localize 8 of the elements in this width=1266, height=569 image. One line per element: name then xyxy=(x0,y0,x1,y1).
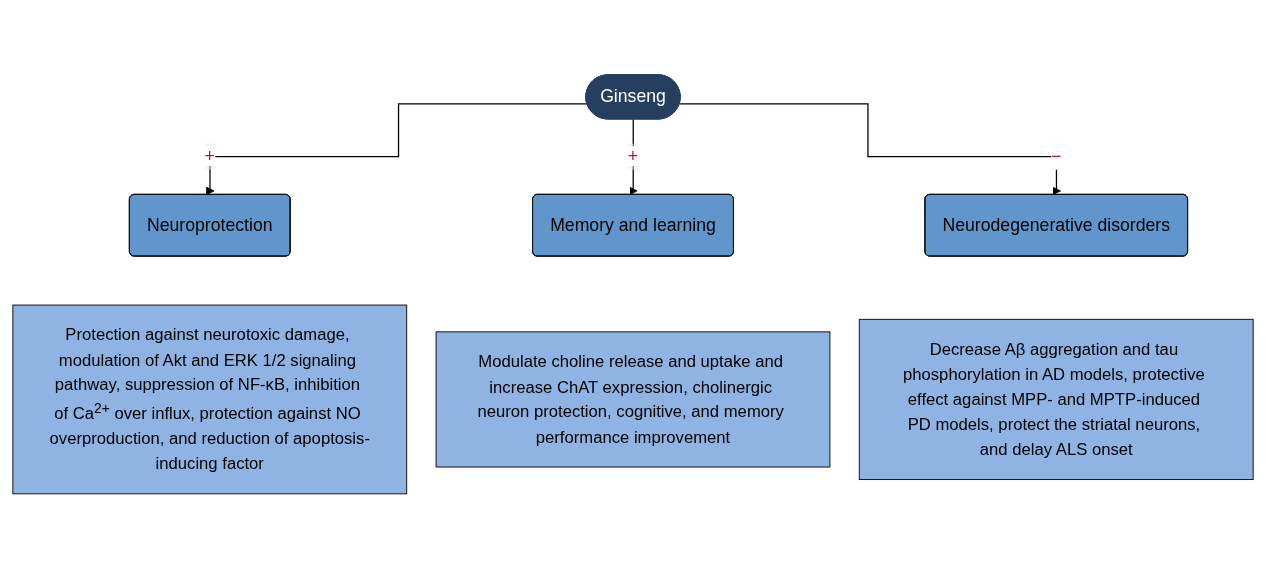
arrow xyxy=(679,103,1061,196)
flowchart: + + − Ginseng Neuroprotection Memory and learning Neurodegenerative disorders Protection against neurotoxic damage, modulation of Akt and ERK 1/2 signaling pathway, suppression of NF-κB, inhibition of Ca$^{2+}$ over influx, protection against NO overproduction, and reduction of apoptosis-inducing factor Modulate choline release and uptake and increase ChAT expression, cholinergic neuron protection, cognitive, and memory performance improvement Decrease Aβ aggregation and tau phosphorylation in AD models, protective effect against MPP- and MPTP-induced PD models, protect the striatal neurons, and delay ALS onset xyxy=(5,67,1261,502)
node-box xyxy=(858,319,1254,481)
node-box xyxy=(435,331,831,468)
edge-label: + xyxy=(204,146,215,167)
edge-label: + xyxy=(627,146,639,167)
node-box xyxy=(12,304,408,495)
edge-label: − xyxy=(1051,146,1062,167)
